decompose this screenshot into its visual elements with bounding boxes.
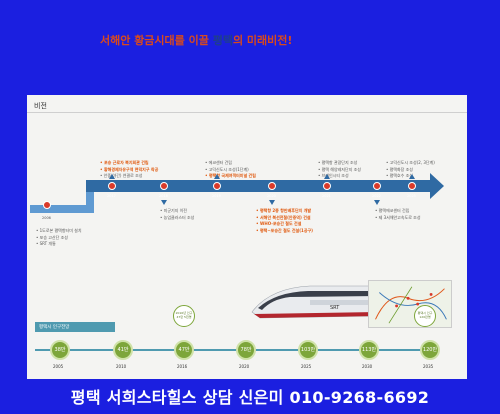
rail-map-illustration (368, 280, 452, 328)
headline-suffix: 의 미래비전! (232, 34, 293, 47)
population-year: 2035 (423, 364, 434, 369)
population-year: 2016 (177, 364, 188, 369)
event-item: 평택에코센터 건립 (375, 208, 421, 215)
event-item: 서해안 복선전철(안중역) 건설 (256, 215, 313, 222)
down-arrow-icon (374, 200, 380, 205)
event-item: 제 3서해안고속도로 조성 (375, 215, 421, 222)
headline-accent: 평택 (212, 34, 233, 47)
events-2022-lower: 평택에코센터 건립 제 3서해안고속도로 조성 (375, 208, 421, 221)
population-circle: 47만 (174, 340, 194, 360)
contact-banner: 평택 서희스타힐스 상담 신은미 010-9268-6692 (70, 388, 430, 407)
event-item: 황해경제자유구역 현덕지구 착공 (100, 167, 158, 174)
event-item: WHO-포승간 철도 건설 (256, 221, 313, 228)
event-item: 미군기지 이전 (160, 208, 194, 215)
events-2020-lower: 평택항 2종 항만배후단지 개발 서해안 복선전철(안중역) 건설 WHO-포승… (256, 208, 313, 234)
timeline-node (323, 182, 331, 190)
timeline-year: 2020 (267, 194, 276, 198)
event-item: 에코센터 건립 (205, 160, 263, 167)
event-item: 평택항 2종 항만배후단지 개발 (256, 208, 313, 215)
timeline-year: 2017 (107, 194, 116, 198)
event-item: 안중(야간) 연결로 조성 (100, 173, 158, 180)
up-arrow-icon (109, 174, 115, 179)
timeline-year: 2025 (407, 194, 416, 198)
panel-divider (27, 112, 467, 113)
event-item: 포승 근로자 복지회관 건립 (100, 160, 158, 167)
timeline-stair (30, 205, 92, 213)
timeline-node (373, 182, 381, 190)
down-arrow-icon (161, 200, 167, 205)
headline: 서해안 황금시대를 이끌 평택의 미래비전! (100, 32, 400, 48)
population-title: 평택시 인구전망 (35, 322, 115, 332)
population-year: 2020 (239, 364, 250, 369)
event-item: 1도로본 평택항터미 설치 (36, 228, 82, 235)
timeline-arrow (86, 180, 430, 192)
timeline-node (43, 201, 51, 209)
event-item: SRT 개통 (36, 241, 82, 248)
population-circle: 113만 (359, 340, 379, 360)
timeline-year: 2018 (159, 194, 168, 198)
train-badge: SRT (330, 305, 340, 311)
event-item: 평택항 관광단지 조성 (318, 160, 361, 167)
event-item: 평택항 국제여객터미널 건립 (205, 173, 263, 180)
population-callout: 2016년 인구 47만 5천명 (173, 305, 195, 327)
panel-label: 비전 (34, 102, 47, 110)
event-item: 고덕신도시 조성(1단계) (205, 167, 263, 174)
population-circle: 38만 (50, 340, 70, 360)
timeline-node (213, 182, 221, 190)
event-item: 고덕신도시 조성(2, 3단계) (386, 160, 435, 167)
event-item: 평택화장 조성 (386, 167, 435, 174)
timeline-year: 2021 (322, 194, 331, 198)
event-item: 포승 고산단 조성 (36, 235, 82, 242)
headline-prefix: 서해안 황금시대를 이끌 (100, 34, 213, 47)
event-item: 평택~포승간 철도 건설(1공구) (256, 228, 313, 235)
timeline-year: 2022 (372, 194, 381, 198)
population-circle: 103만 (298, 340, 318, 360)
up-arrow-icon (409, 174, 415, 179)
timeline-year: 2006 (42, 216, 51, 220)
event-item: 농업클러스터 조성 (160, 215, 195, 222)
population-circle: 120만 (420, 340, 440, 360)
timeline-year: 2019 (212, 194, 221, 198)
timeline-arrow-head (430, 173, 444, 199)
events-2018-lower: 미군기지 이전 농업클러스터 조성 (160, 208, 195, 222)
event-item: 평택 해양레저단지 조성 (318, 167, 361, 174)
event-item: 평택호수 조성 (386, 173, 435, 180)
population-year: 2030 (362, 364, 373, 369)
up-arrow-icon (324, 174, 330, 179)
population-year: 2025 (301, 364, 312, 369)
timeline-node (408, 182, 416, 190)
events-2006: 1도로본 평택항터미 설치 포승 고산단 조성 SRT 개통 (36, 228, 82, 248)
up-arrow-icon (214, 174, 220, 179)
population-year: 2010 (116, 364, 127, 369)
timeline-node (160, 182, 168, 190)
event-item: 브레인시티 조성 (318, 173, 361, 180)
train-illustration: SRT (251, 285, 379, 319)
population-year: 2005 (53, 364, 64, 369)
vision-panel: 비전 (27, 95, 467, 379)
timeline-node (268, 182, 276, 190)
population-circle: 41만 (113, 340, 133, 360)
population-callout: 평택시 인구 120만명 (414, 305, 436, 327)
population-line (35, 349, 435, 351)
timeline-stair-riser (86, 180, 94, 213)
events-2021: 평택항 관광단지 조성 평택 해양레저단지 조성 브레인시티 조성 (318, 160, 361, 180)
down-arrow-icon (269, 200, 275, 205)
population-circle: 78만 (236, 340, 256, 360)
timeline-node (108, 182, 116, 190)
